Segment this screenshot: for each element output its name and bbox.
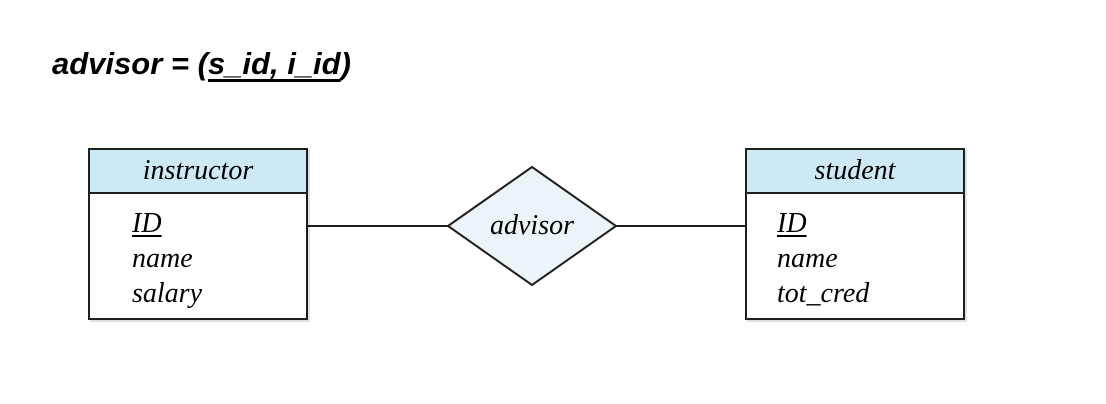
relation-schema-title: advisor = (s_id, i_id) <box>52 46 351 82</box>
schema-title-primary-keys: s_id, i_id <box>207 46 341 81</box>
entity-student-header: student <box>747 150 963 194</box>
entity-instructor: instructor ID name salary <box>88 148 308 320</box>
attribute-student-tot-cred: tot_cred <box>777 278 870 309</box>
schema-title-prefix: advisor = ( <box>52 46 208 81</box>
relationship-diamond <box>446 165 618 287</box>
entity-student: student ID name tot_cred <box>745 148 965 320</box>
attribute-student-id: ID <box>777 208 807 239</box>
entity-instructor-attributes: ID name salary <box>90 194 306 311</box>
attribute-instructor-id: ID <box>132 208 162 239</box>
attribute-student-name: name <box>777 243 838 274</box>
relationship-advisor-label: advisor <box>490 210 574 241</box>
schema-title-suffix: ) <box>340 46 351 81</box>
attribute-instructor-salary: salary <box>132 278 202 309</box>
attribute-instructor-name: name <box>132 243 193 274</box>
entity-instructor-header: instructor <box>90 150 306 194</box>
entity-student-attributes: ID name tot_cred <box>747 194 963 311</box>
